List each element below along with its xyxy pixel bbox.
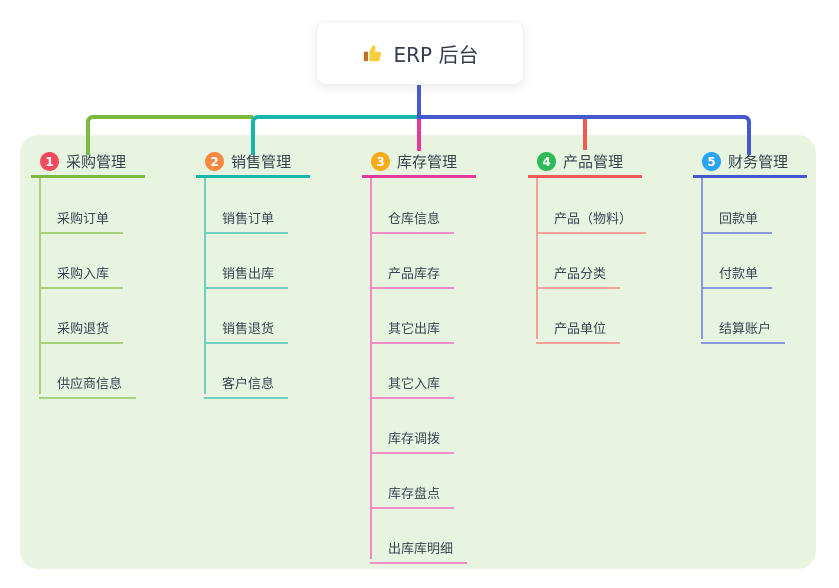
- connector-branch-2: [251, 115, 419, 155]
- child-node-label: 其它入库: [388, 377, 441, 392]
- child-node-label: 结算账户: [719, 322, 772, 337]
- child-node-inventory-3[interactable]: 其它出库: [370, 311, 455, 344]
- child-node-product-3[interactable]: 产品单位: [536, 311, 621, 344]
- child-node-label: 采购退货: [57, 322, 110, 337]
- child-node-label: 销售出库: [222, 267, 275, 282]
- branch-number-badge: 2: [205, 152, 224, 171]
- child-node-inventory-7[interactable]: 出库库明细: [370, 531, 468, 564]
- connector-branch-3: [417, 119, 421, 151]
- child-node-product-1[interactable]: 产品（物料）: [536, 201, 647, 234]
- branch-number-badge: 3: [371, 152, 390, 171]
- child-node-label: 采购订单: [57, 212, 110, 227]
- branch-label: 库存管理: [397, 153, 458, 171]
- child-node-label: 产品分类: [554, 267, 607, 282]
- child-node-product-2[interactable]: 产品分类: [536, 256, 621, 289]
- root-label: ERP 后台: [393, 42, 479, 67]
- child-node-label: 产品（物料）: [554, 212, 633, 227]
- branch-children-line: [536, 178, 538, 339]
- branch-header-finance[interactable]: 5 财务管理: [693, 148, 807, 178]
- child-node-label: 付款单: [719, 267, 759, 282]
- child-node-purchase-2[interactable]: 采购入库: [39, 256, 124, 289]
- child-node-sales-2[interactable]: 销售出库: [204, 256, 289, 289]
- child-node-label: 仓库信息: [388, 212, 441, 227]
- branch-header-inventory[interactable]: 3 库存管理: [362, 148, 476, 178]
- child-node-finance-3[interactable]: 结算账户: [701, 311, 786, 344]
- child-node-purchase-3[interactable]: 采购退货: [39, 311, 124, 344]
- connector-branch-4: [583, 119, 587, 150]
- child-node-label: 回款单: [719, 212, 759, 227]
- branch-children-line: [701, 178, 703, 339]
- child-node-label: 采购入库: [57, 267, 110, 282]
- child-node-purchase-4[interactable]: 供应商信息: [39, 366, 137, 399]
- child-node-label: 库存盘点: [388, 487, 441, 502]
- child-node-label: 销售订单: [222, 212, 275, 227]
- child-node-label: 出库库明细: [388, 542, 454, 557]
- child-node-finance-2[interactable]: 付款单: [701, 256, 773, 289]
- connector-root-stem: [417, 83, 421, 119]
- branch-label: 财务管理: [728, 153, 789, 171]
- child-node-finance-1[interactable]: 回款单: [701, 201, 773, 234]
- branch-children-line: [39, 178, 41, 394]
- connector-branch-1: [86, 115, 253, 155]
- child-node-sales-1[interactable]: 销售订单: [204, 201, 289, 234]
- child-node-label: 其它出库: [388, 322, 441, 337]
- branch-label: 采购管理: [66, 153, 127, 171]
- child-node-label: 客户信息: [222, 377, 275, 392]
- child-node-label: 产品单位: [554, 322, 607, 337]
- branch-children-line: [204, 178, 206, 394]
- child-node-label: 库存调拨: [388, 432, 441, 447]
- connector-branch-5: [417, 115, 751, 155]
- child-node-inventory-2[interactable]: 产品库存: [370, 256, 455, 289]
- branch-number-badge: 4: [537, 152, 556, 171]
- child-node-sales-3[interactable]: 销售退货: [204, 311, 289, 344]
- root-node[interactable]: ERP 后台: [316, 21, 524, 85]
- child-node-label: 产品库存: [388, 267, 441, 282]
- child-node-inventory-6[interactable]: 库存盘点: [370, 476, 455, 509]
- branch-label: 销售管理: [231, 153, 292, 171]
- branch-number-badge: 1: [40, 152, 59, 171]
- branch-header-purchase[interactable]: 1 采购管理: [31, 148, 145, 178]
- branch-header-product[interactable]: 4 产品管理: [528, 148, 642, 178]
- branch-label: 产品管理: [563, 153, 624, 171]
- branch-children-line: [370, 178, 372, 559]
- thumbs-up-icon: [363, 45, 381, 62]
- branches-panel: [20, 135, 816, 569]
- child-node-inventory-1[interactable]: 仓库信息: [370, 201, 455, 234]
- child-node-label: 销售退货: [222, 322, 275, 337]
- child-node-label: 供应商信息: [57, 377, 123, 392]
- branch-number-badge: 5: [702, 152, 721, 171]
- branch-header-sales[interactable]: 2 销售管理: [196, 148, 310, 178]
- child-node-inventory-5[interactable]: 库存调拨: [370, 421, 455, 454]
- child-node-sales-4[interactable]: 客户信息: [204, 366, 289, 399]
- child-node-inventory-4[interactable]: 其它入库: [370, 366, 455, 399]
- child-node-purchase-1[interactable]: 采购订单: [39, 201, 124, 234]
